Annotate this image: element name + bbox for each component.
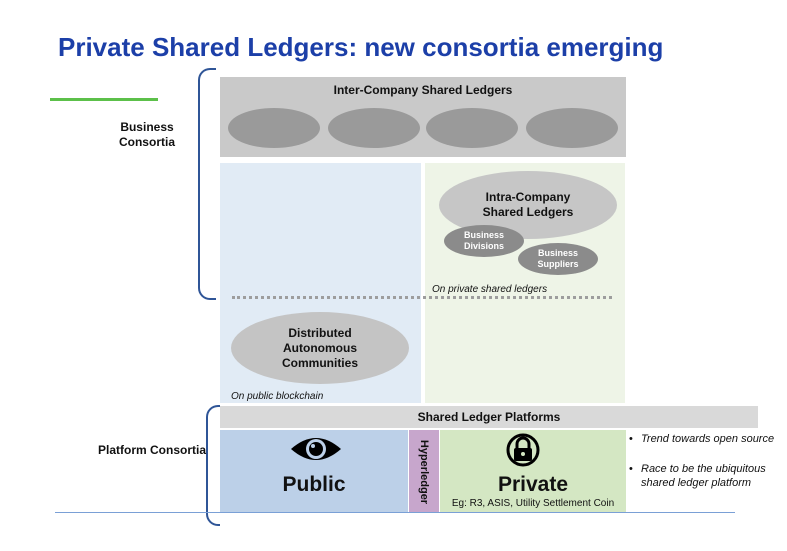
eye-icon <box>289 433 343 465</box>
business-divisions-oval: Business Divisions <box>444 225 524 257</box>
private-label: Private <box>497 473 569 496</box>
public-label: Public <box>282 473 346 496</box>
bullet-item: • Trend towards open source <box>629 432 779 446</box>
bullet-list: • Trend towards open source • Race to be… <box>629 432 779 506</box>
bullet-text: Trend towards open source <box>641 433 775 445</box>
private-ledgers-note: On private shared ledgers <box>432 284 548 295</box>
lock-icon <box>506 432 540 468</box>
bullet-marker: • <box>629 433 633 445</box>
business-consortia-brace <box>198 68 216 300</box>
business-divisions-label: Business Divisions <box>463 230 505 251</box>
bullet-item: • Race to be the ubiquitous shared ledge… <box>629 462 779 490</box>
platforms-title: Shared Ledger Platforms <box>417 410 561 424</box>
platform-consortia-label: Platform Consortia <box>97 443 206 457</box>
inter-company-oval <box>526 108 618 148</box>
page-title: Private Shared Ledgers: new consortia em… <box>58 32 664 62</box>
private-platform-box <box>440 430 626 513</box>
hyperledger-label: Hyperledger <box>418 439 431 504</box>
distributed-communities-title: Distributed Autonomous Communities <box>281 325 358 370</box>
bullet-text: Race to be the ubiquitous shared ledger … <box>641 463 766 489</box>
inter-company-title: Inter-Company Shared Ledgers <box>333 83 513 97</box>
hyperledger-box <box>409 430 439 513</box>
hyperledger-label-wrap: Hyperledger <box>409 430 439 513</box>
distributed-communities-oval: Distributed Autonomous Communities <box>231 312 409 384</box>
inter-company-oval <box>228 108 320 148</box>
platforms-header-bar <box>220 406 758 428</box>
intra-company-title: Intra-Company Shared Ledgers <box>482 190 574 219</box>
private-examples: Eg: R3, ASIS, Utility Settlement Coin <box>451 498 615 509</box>
business-suppliers-label: Business Suppliers <box>537 248 579 269</box>
platform-consortia-brace <box>206 405 220 526</box>
inter-company-oval <box>426 108 518 148</box>
inter-company-oval <box>328 108 420 148</box>
business-consortia-label: Business Consortia <box>118 120 175 149</box>
business-suppliers-oval: Business Suppliers <box>518 243 598 275</box>
bullet-marker: • <box>629 463 633 475</box>
footer-rule <box>55 512 735 513</box>
public-blockchain-note: On public blockchain <box>231 391 324 402</box>
title-underline <box>50 98 158 101</box>
dotted-divider <box>232 296 612 299</box>
